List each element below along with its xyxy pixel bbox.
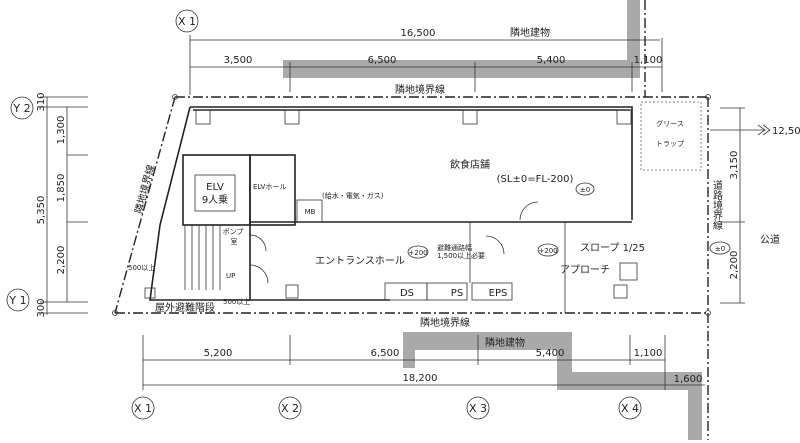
outdoor-stair-label: 屋外避難階段 bbox=[155, 301, 215, 314]
dim-right-arrow: 12,50 bbox=[772, 126, 800, 137]
grid-label-x3: X 3 bbox=[469, 402, 487, 415]
neighbor-building-bottom-shape bbox=[403, 332, 702, 440]
evac-width-label-1: 避難通路幅 bbox=[437, 243, 472, 252]
dimension-lines bbox=[40, 35, 771, 390]
neighbor-building-top-label: 隣地建物 bbox=[510, 26, 550, 39]
grease-trap-label-1: グリース bbox=[656, 119, 684, 128]
dim-left-300: 300 bbox=[36, 298, 47, 317]
dim-top-1: 3,500 bbox=[224, 55, 253, 66]
ds-label: DS bbox=[400, 288, 414, 299]
public-road-label: 公道 bbox=[760, 233, 780, 246]
dim-bottom-2: 6,500 bbox=[371, 348, 400, 359]
neighbor-boundary-bottom-label: 隣地境界線 bbox=[420, 316, 470, 329]
evac-width-label-2: 1,500以上必要 bbox=[437, 251, 485, 260]
entrance-hall-label: エントランスホール bbox=[315, 255, 405, 267]
elv-hall-label: ELVホール bbox=[253, 183, 286, 191]
eps-label: EPS bbox=[489, 288, 508, 299]
grid-label-y1: Y 1 bbox=[8, 294, 26, 307]
utilities-label: (給水・電気・ガス) bbox=[322, 191, 384, 200]
up-label: UP bbox=[226, 272, 235, 280]
grid-label-x2: X 2 bbox=[281, 402, 299, 415]
grid-label-x1: X 1 bbox=[134, 402, 152, 415]
dim-bottom-1: 5,200 bbox=[204, 348, 233, 359]
neighbor-boundary-top-label: 隣地境界線 bbox=[395, 83, 445, 96]
dim-top-total: 16,500 bbox=[401, 28, 436, 39]
ps-label: PS bbox=[451, 288, 463, 299]
slope-label: スロープ 1/25 bbox=[580, 242, 645, 254]
dim-top-2: 6,500 bbox=[368, 55, 397, 66]
grid-label-x1-top: X 1 bbox=[178, 15, 196, 28]
dim-right-2200: 2,200 bbox=[729, 251, 740, 280]
dim-bottom-4: 1,100 bbox=[634, 348, 663, 359]
dim-right-3150: 3,150 bbox=[729, 151, 740, 180]
min500-label-left: 500以上 bbox=[128, 263, 155, 272]
road-boundary-label: 道路境界線 bbox=[711, 179, 723, 230]
site-boundary bbox=[112, 0, 711, 440]
elv-capacity-label: 9人乗 bbox=[202, 194, 228, 206]
neighbor-boundary-left-label: 隣地境界線 bbox=[132, 163, 157, 215]
building-walls bbox=[144, 101, 702, 313]
elv-label: ELV bbox=[206, 182, 224, 193]
dim-left-total: 5,350 bbox=[36, 196, 47, 225]
dim-top-4: 1,100 bbox=[634, 55, 663, 66]
grid-label-y2: Y 2 bbox=[12, 102, 30, 115]
dim-bottom-5: 1,600 bbox=[674, 374, 703, 385]
dim-left-1850: 1,850 bbox=[56, 174, 67, 203]
approach-label: アプローチ bbox=[560, 264, 610, 276]
min500-label-right: 500以上 bbox=[223, 297, 250, 306]
dim-left-1300: 1,300 bbox=[56, 116, 67, 145]
grease-trap-label-2: トラップ bbox=[656, 140, 684, 148]
mb-label: MB bbox=[305, 208, 316, 216]
pump-room-label-1: ポンプ bbox=[223, 228, 244, 236]
restaurant-label: 飲食店舗 bbox=[450, 158, 490, 171]
dim-left-2200: 2,200 bbox=[56, 246, 67, 275]
restaurant-level: (SL±0=FL-200) bbox=[497, 174, 574, 185]
dim-top-3: 5,400 bbox=[537, 55, 566, 66]
neighbor-building-top-shape bbox=[283, 0, 640, 78]
dim-bottom-total: 18,200 bbox=[403, 373, 438, 384]
level-200-hall: +200 bbox=[408, 249, 427, 257]
level-0-restaurant: ±0 bbox=[580, 186, 590, 194]
dim-bottom-3: 5,400 bbox=[536, 348, 565, 359]
level-200-approach: +200 bbox=[538, 247, 557, 255]
dim-left-310: 310 bbox=[36, 92, 47, 111]
grid-markers bbox=[6, 9, 642, 420]
neighbor-building-bottom-label: 隣地建物 bbox=[485, 336, 525, 349]
grid-label-x4: X 4 bbox=[621, 402, 639, 415]
stair-treads bbox=[184, 225, 221, 290]
level-0-road: ±0 bbox=[715, 245, 725, 253]
pump-room-label-2: 室 bbox=[231, 237, 238, 246]
